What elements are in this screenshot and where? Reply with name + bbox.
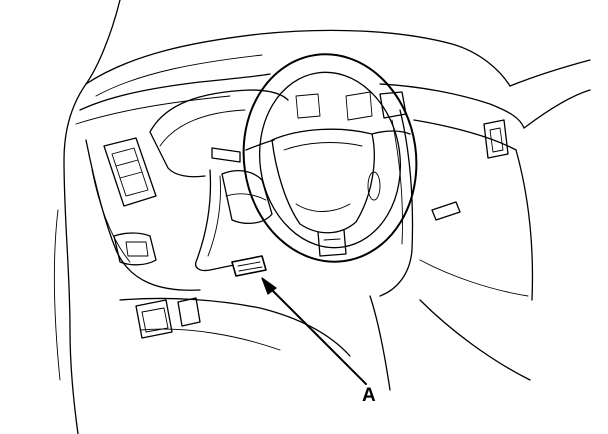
footwell-contour xyxy=(139,328,281,351)
knee-panel xyxy=(194,169,259,272)
turn-signal-stalk xyxy=(211,147,241,163)
floor-right xyxy=(419,299,531,381)
glovebox-handle xyxy=(431,201,461,221)
right-air-vent xyxy=(483,119,509,159)
cluster-hood xyxy=(149,89,289,133)
right-spoke xyxy=(371,130,411,135)
center-vent xyxy=(379,91,407,119)
left-spoke xyxy=(245,139,275,151)
windshield-frame xyxy=(85,29,511,87)
right-door-edge xyxy=(523,89,591,129)
left-pedal-pad xyxy=(141,307,169,333)
callout-label-a: A xyxy=(362,385,376,406)
right-dash-lower xyxy=(419,259,529,297)
footwell-left xyxy=(119,297,351,357)
steering-wheel-rim-inner xyxy=(258,71,402,249)
column-shroud xyxy=(221,169,273,225)
left-air-vent xyxy=(103,137,157,207)
left-dash-lower-edge xyxy=(91,169,131,263)
lower-spoke-detail xyxy=(323,238,341,241)
lower-spoke xyxy=(317,229,347,257)
hub-lower-contour xyxy=(295,203,351,212)
dash-top-right xyxy=(379,83,525,129)
left-door-trim xyxy=(53,209,61,381)
left-dash-face xyxy=(85,139,201,291)
center-tunnel xyxy=(369,295,391,391)
center-stack xyxy=(379,109,414,297)
right-pedal xyxy=(177,297,201,327)
right-spoke-switch xyxy=(367,171,381,201)
left-switch-panel xyxy=(113,232,157,266)
left-vent-inner xyxy=(111,147,149,197)
connector-slot-2 xyxy=(238,266,263,272)
center-stack-edge xyxy=(391,119,403,245)
right-vent-inner xyxy=(489,127,504,153)
left-vent-slat-2 xyxy=(119,171,143,179)
connector-slot-1 xyxy=(237,261,261,267)
callout-leader-line xyxy=(267,285,367,385)
hub-inner-line xyxy=(283,142,363,151)
right-pillar xyxy=(509,59,591,87)
left-switch-detail xyxy=(125,241,149,257)
dash-top-edge xyxy=(75,95,231,125)
dash-top xyxy=(79,73,271,111)
steering-wheel-rim-outer xyxy=(242,53,418,263)
column-shroud-seam xyxy=(225,193,267,201)
upper-right-control-pod xyxy=(345,91,373,121)
cluster-side xyxy=(149,131,206,178)
left-pillar xyxy=(63,0,121,434)
cluster-hood-lower xyxy=(159,109,246,147)
left-vent-slat-1 xyxy=(115,159,139,167)
callout-arrowhead xyxy=(261,277,277,295)
windshield-inner-line xyxy=(95,54,263,97)
upper-left-control-pod xyxy=(295,93,321,119)
right-dash-face xyxy=(413,119,534,301)
steering-hub xyxy=(271,128,375,234)
left-pedal xyxy=(135,299,173,339)
data-link-connector xyxy=(231,255,267,277)
knee-panel-inner xyxy=(207,175,221,257)
